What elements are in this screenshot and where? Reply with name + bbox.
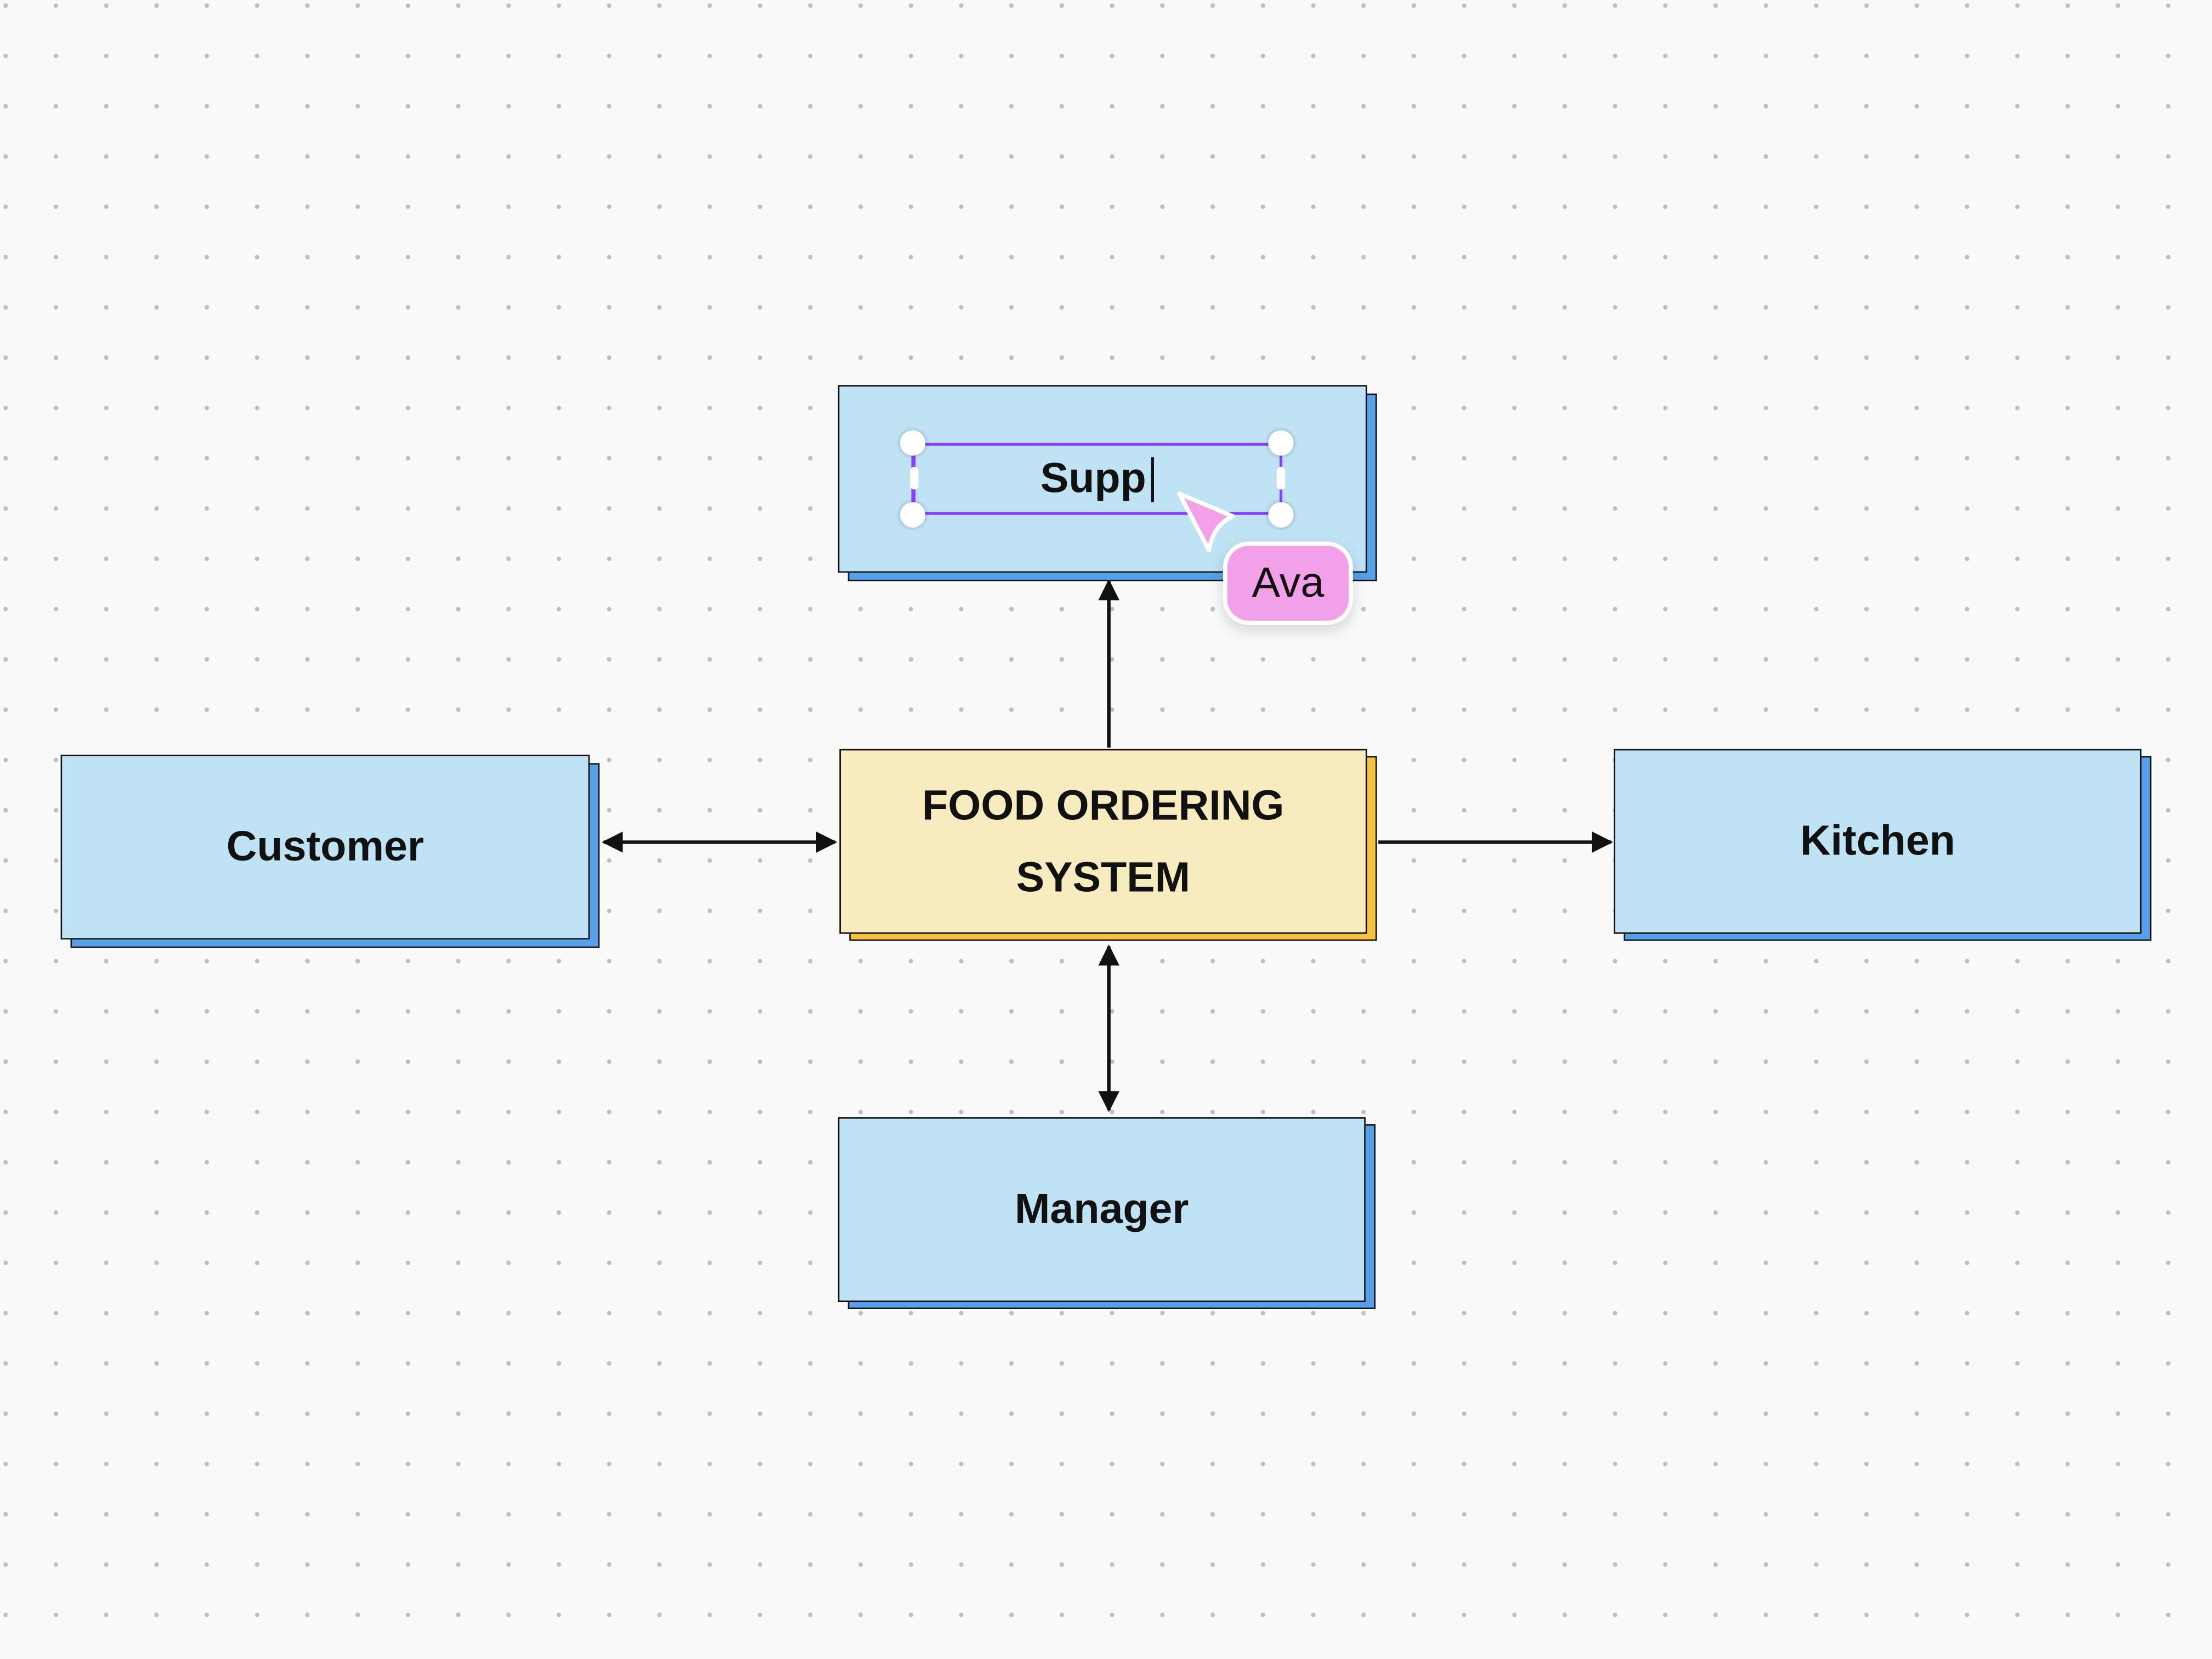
- text-edit-selection[interactable]: Supp: [913, 443, 1281, 515]
- resize-handle-bottom-left[interactable]: [899, 502, 926, 528]
- node-label: Manager: [838, 1117, 1366, 1303]
- node-label: Kitchen: [1614, 749, 2142, 934]
- node-label-line1: FOOD ORDERING: [922, 782, 1285, 829]
- supplier-label-input[interactable]: Supp: [1040, 455, 1146, 502]
- node-label: Customer: [60, 755, 590, 940]
- resize-handle-top-left[interactable]: [899, 430, 926, 456]
- node-body: FOOD ORDERING SYSTEM: [839, 749, 1367, 934]
- collaborator-name-tag: Ava: [1223, 541, 1353, 625]
- text-caret: [1150, 456, 1153, 502]
- resize-handle-left[interactable]: [909, 467, 918, 490]
- node-label-line2: SYSTEM: [1016, 854, 1191, 901]
- resize-handle-bottom-right[interactable]: [1268, 502, 1294, 528]
- resize-handle-right[interactable]: [1276, 467, 1286, 490]
- resize-handle-top-right[interactable]: [1268, 430, 1294, 456]
